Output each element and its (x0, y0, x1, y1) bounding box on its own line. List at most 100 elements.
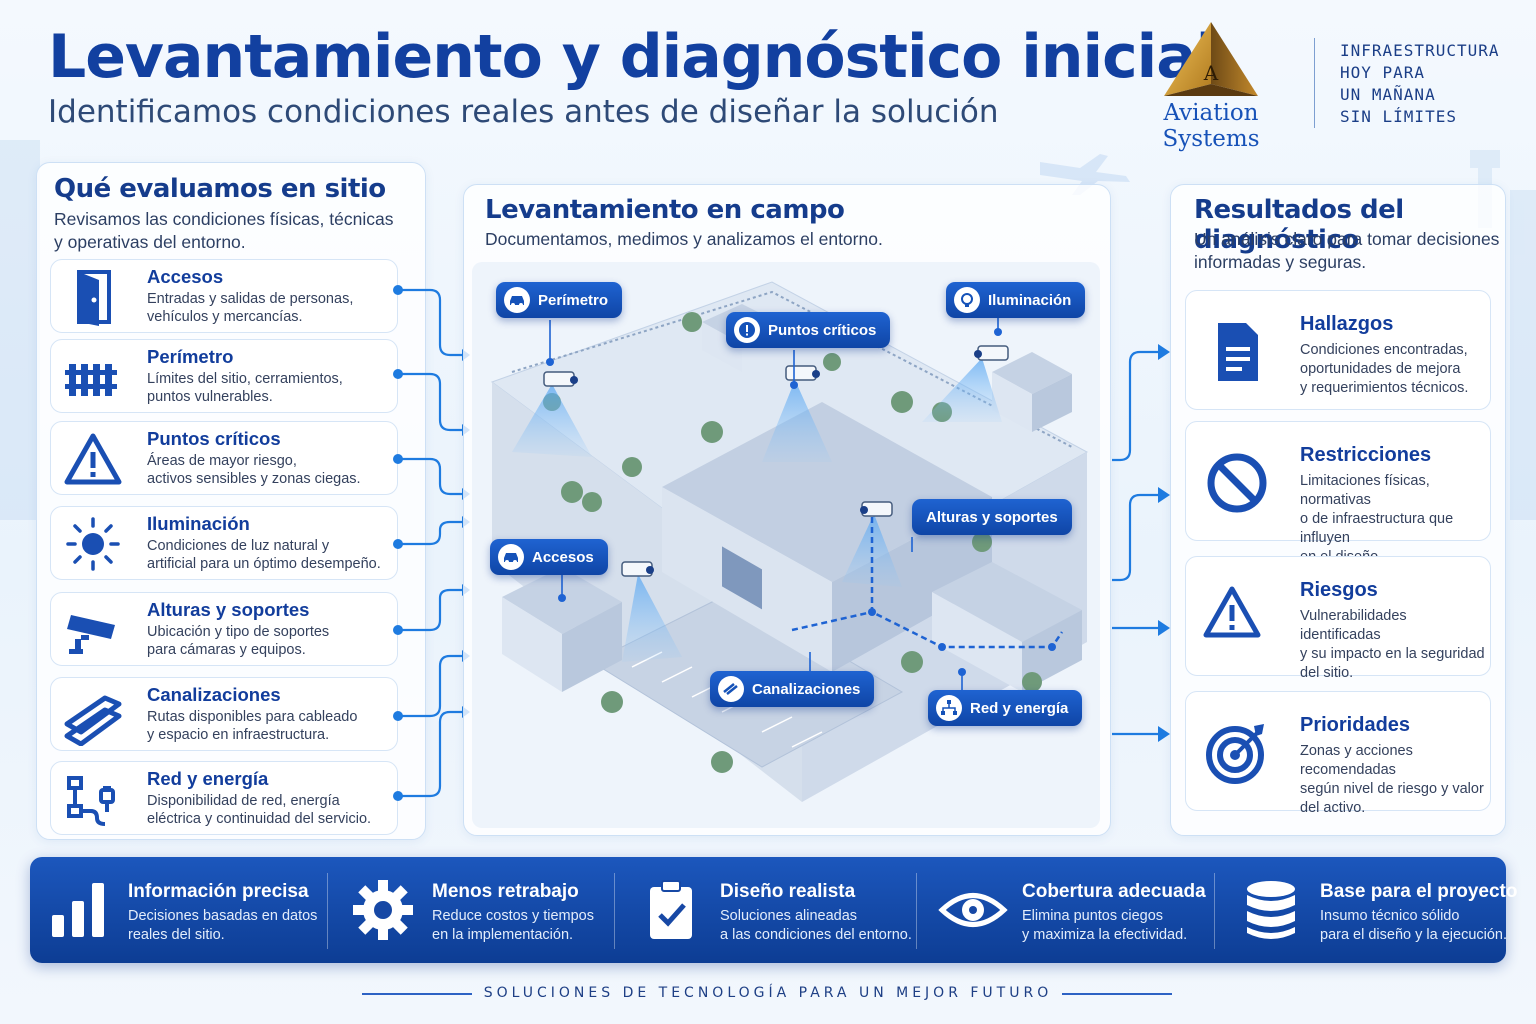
pyramid-logo-icon: A (1164, 22, 1258, 96)
brand-logo: A Aviation Systems (1118, 20, 1304, 152)
desc-line: Elimina puntos ciegos (1022, 908, 1164, 924)
desc-line: Vulnerabilidades identificadas (1300, 608, 1407, 643)
desc-line: Limitaciones físicas, normativas (1300, 473, 1430, 508)
results-title: Resultados del diagnóstico (1194, 195, 1404, 255)
desc-line: a las condiciones del entorno. (720, 927, 912, 943)
desc-line: según nivel de riesgo y valor (1300, 781, 1484, 797)
map-label-text: Red y energía (970, 699, 1069, 717)
desc-line: Áreas de mayor riesgo, (147, 453, 297, 469)
map-label-alturas[interactable]: Alturas y soportes (912, 499, 1072, 535)
field-survey-subtitle: Documentamos, medimos y analizamos el en… (485, 229, 883, 249)
footer-line-right (1062, 993, 1172, 995)
eval-item-desc: Áreas de mayor riesgo, activos sensibles … (147, 452, 361, 488)
desc-line: y requerimientos técnicos. (1300, 380, 1469, 396)
eval-item-title: Perímetro (147, 346, 234, 367)
desc-line: puntos vulnerables. (147, 389, 273, 405)
map-label-puntos-criticos[interactable]: Puntos críticos (726, 312, 891, 348)
map-label-text: Canalizaciones (752, 680, 861, 698)
footer-line-left (362, 993, 472, 995)
benefit-separator (916, 873, 917, 949)
warning-icon (1200, 581, 1274, 655)
brand-name: Aviation Systems (1162, 100, 1260, 152)
tagline-line: INFRAESTRUCTURA (1340, 41, 1500, 60)
desc-line: reales del sitio. (128, 927, 225, 943)
desc-line: activos sensibles y zonas ciegas. (147, 471, 361, 487)
desc-line: y maximiza la efectividad. (1022, 927, 1188, 943)
footer-text: SOLUCIONES DE TECNOLOGÍA PARA UN MEJOR F… (483, 985, 1053, 1001)
benefit-desc: Elimina puntos ciegos y maximiza la efect… (1022, 907, 1187, 945)
network-icon (936, 695, 962, 721)
evaluation-subtitle: Revisamos las condiciones físicas, técni… (54, 208, 393, 254)
logo-letter: A (1203, 61, 1219, 85)
result-item-title: Restricciones (1300, 444, 1432, 466)
benefit-separator (614, 873, 615, 949)
map-label-red-energia[interactable]: Red y energía (928, 690, 1083, 726)
desc-line: en la implementación. (432, 927, 574, 943)
gear-icon (348, 875, 418, 945)
eval-item-desc: Entradas y salidas de personas,vehículos… (147, 290, 353, 326)
benefit-title: Menos retrabajo (432, 881, 579, 902)
page-subtitle: Identificamos condiciones reales antes d… (48, 94, 999, 130)
eye-icon (938, 875, 1008, 945)
map-label-perimetro[interactable]: Perímetro (496, 282, 623, 318)
desc-line: Disponibilidad de red, energía (147, 793, 340, 809)
desc-line: vehículos y mercancías. (147, 309, 303, 325)
map-label-accesos[interactable]: Accesos (490, 539, 608, 575)
subtitle-line: y operativas del entorno. (54, 232, 246, 252)
camera-icon (61, 599, 125, 661)
benefit-title: Base para el proyecto (1320, 881, 1518, 902)
tagline-line: SIN LÍMITES (1340, 107, 1457, 126)
benefit-separator (327, 873, 328, 949)
result-item-title: Hallazgos (1300, 313, 1394, 335)
desc-line: artificial para un óptimo desempeño. (147, 556, 381, 572)
map-label-text: Accesos (532, 548, 594, 566)
result-item-desc: Zonas y acciones recomendadas según nivel… (1300, 742, 1490, 818)
eval-item-title: Red y energía (147, 768, 269, 789)
fence-icon (61, 346, 125, 408)
car-icon (504, 287, 530, 313)
desc-line: Insumo técnico sólido (1320, 908, 1460, 924)
eval-item-desc: Límites del sitio, cerramientos,puntos v… (147, 370, 343, 406)
eval-item-title: Alturas y soportes (147, 599, 310, 620)
desc-line: del activo. (1300, 800, 1366, 816)
benefit-title: Cobertura adecuada (1022, 881, 1206, 902)
map-label-iluminacion[interactable]: Iluminación (946, 282, 1086, 318)
network-plug-icon (61, 768, 125, 830)
benefit-title: Información precisa (128, 881, 309, 902)
result-item-desc: Condiciones encontradas,oportunidades de… (1300, 341, 1468, 398)
map-label-text: Alturas y soportes (926, 508, 1058, 526)
desc-line: del sitio. (1300, 665, 1354, 681)
benefit-desc: Decisiones basadas en datos reales del si… (128, 907, 317, 945)
desc-line: Decisiones basadas en datos (128, 908, 318, 924)
alert-icon (734, 317, 760, 343)
map-label-text: Perímetro (538, 291, 609, 309)
logo-divider (1314, 38, 1315, 128)
tagline-line: UN MAÑANA (1340, 85, 1436, 104)
map-label-text: Puntos críticos (768, 321, 877, 339)
desc-line: Zonas y acciones recomendadas (1300, 743, 1413, 778)
eval-item-title: Iluminación (147, 513, 250, 534)
database-icon (1236, 875, 1306, 945)
desc-line: para el diseño y la ejecución. (1320, 927, 1508, 943)
desc-line: Reduce costos y tiempos (432, 908, 594, 924)
map-label-canalizaciones[interactable]: Canalizaciones (710, 671, 875, 707)
bulb-icon (954, 287, 980, 313)
car-icon (498, 544, 524, 570)
eval-item-title: Puntos críticos (147, 428, 281, 449)
result-item-title: Prioridades (1300, 714, 1411, 736)
